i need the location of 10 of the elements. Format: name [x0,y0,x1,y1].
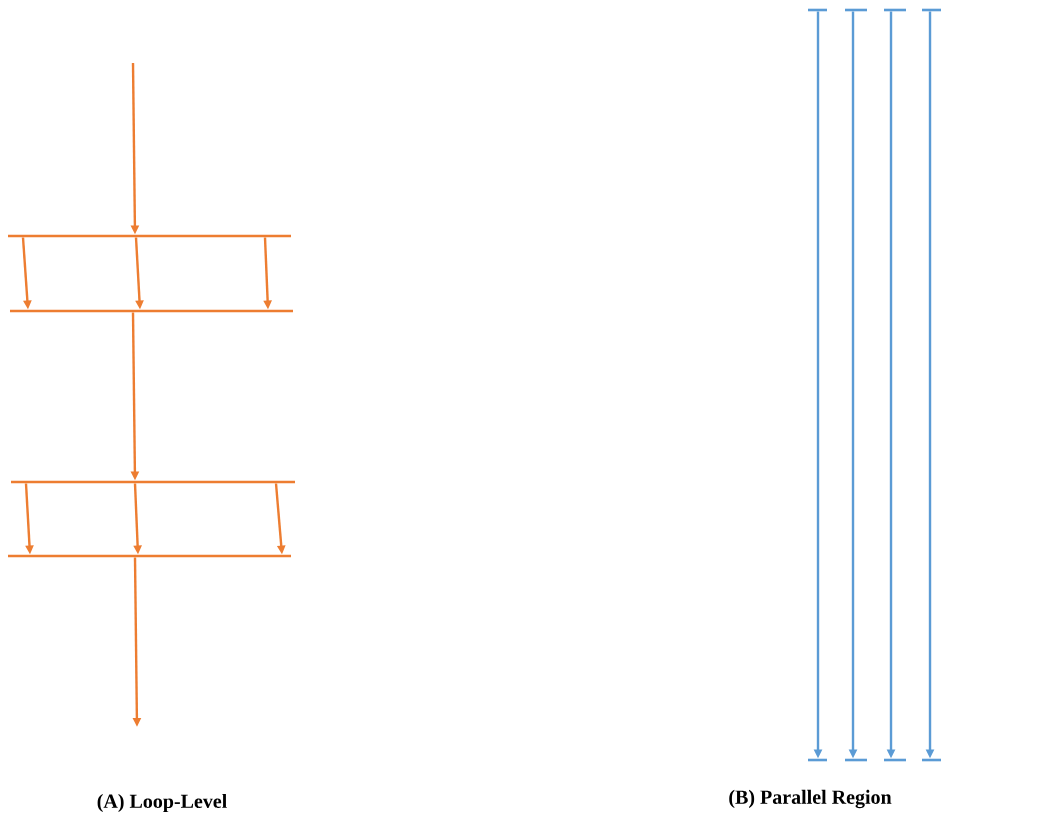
bar [808,758,827,762]
caption: (A) Loop-Level [97,793,227,813]
bar [922,8,941,12]
caption: (B) Parallel Region [729,789,892,809]
bar [884,758,906,762]
bar [808,8,827,12]
bar [922,758,941,762]
bar [845,8,867,12]
bar [845,758,867,762]
bar [884,8,906,12]
